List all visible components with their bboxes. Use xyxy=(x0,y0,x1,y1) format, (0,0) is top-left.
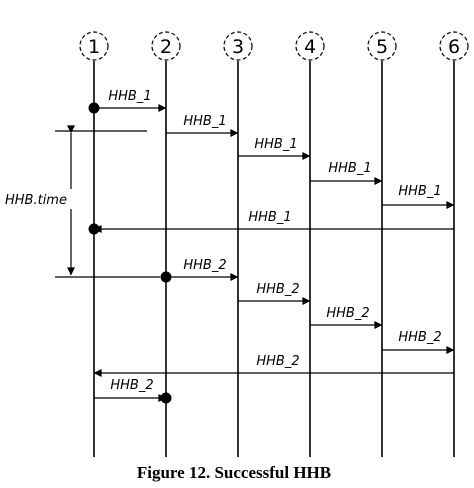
node-6: 6 xyxy=(439,31,469,61)
message-hhb2-4-to-5: HHB_2 xyxy=(310,306,383,329)
message-label: HHB_1 xyxy=(108,89,151,104)
start-dot xyxy=(160,271,172,283)
message-label: HHB_1 xyxy=(254,137,297,152)
message-hhb2-2-to-3: HHB_2 xyxy=(160,258,239,283)
message-hhb1-2-to-3: HHB_1 xyxy=(166,114,239,137)
message-label: HHB_2 xyxy=(183,258,226,273)
message-label: HHB_2 xyxy=(256,354,299,369)
node-label-5: 5 xyxy=(376,36,388,58)
node-circle-6 xyxy=(439,31,469,61)
message-hhb2-3-to-4: HHB_2 xyxy=(238,282,311,305)
node-label-4: 4 xyxy=(304,36,316,58)
message-hhb1-6-to-1: HHB_1 xyxy=(88,210,454,235)
message-label: HHB_1 xyxy=(328,161,371,176)
message-hhb1-4-to-5: HHB_1 xyxy=(310,161,383,185)
message-label: HHB_1 xyxy=(398,184,441,199)
end-dot xyxy=(88,223,100,235)
interval-label: HHB.time xyxy=(5,193,67,208)
interval-label-backdrop xyxy=(4,189,80,209)
message-label: HHB_2 xyxy=(326,306,369,321)
end-dot xyxy=(160,392,172,404)
start-dot xyxy=(88,102,100,114)
node-1: 1 xyxy=(79,31,109,61)
message-label: HHB_2 xyxy=(110,378,153,393)
message-hhb2-1-to-2: HHB_2 xyxy=(94,378,172,404)
message-label: HHB_1 xyxy=(183,114,226,129)
message-label: HHB_2 xyxy=(256,282,299,297)
node-headers: 1 2 3 4 5 6 xyxy=(79,31,469,61)
message-label: HHB_1 xyxy=(248,210,291,225)
node-label-2: 2 xyxy=(160,36,172,58)
node-label-6: 6 xyxy=(448,36,460,58)
node-label-1: 1 xyxy=(88,36,100,58)
node-circle-1 xyxy=(79,31,109,61)
figure-caption: Figure 12. Successful HHB xyxy=(137,463,331,482)
lifelines xyxy=(93,61,455,457)
node-circle-5 xyxy=(367,31,397,61)
message-hhb2-6-to-1: HHB_2 xyxy=(93,354,454,377)
hhb-time-interval: HHB.time xyxy=(4,125,160,278)
node-2: 2 xyxy=(151,31,181,61)
message-hhb1-5-to-6: HHB_1 xyxy=(382,184,455,209)
node-4: 4 xyxy=(295,31,325,61)
node-3: 3 xyxy=(223,31,253,61)
messages: HHB_1 HHB_1 HHB_1 HHB_1 HHB_1 HHB_1 HHB_… xyxy=(88,89,455,404)
node-5: 5 xyxy=(367,31,397,61)
node-label-3: 3 xyxy=(232,36,244,58)
node-circle-4 xyxy=(295,31,325,61)
message-hhb2-5-to-6: HHB_2 xyxy=(382,330,455,354)
message-label: HHB_2 xyxy=(398,330,441,345)
node-circle-2 xyxy=(151,31,181,61)
message-hhb1-1-to-2: HHB_1 xyxy=(88,89,167,114)
node-circle-3 xyxy=(223,31,253,61)
message-hhb1-3-to-4: HHB_1 xyxy=(238,137,311,160)
